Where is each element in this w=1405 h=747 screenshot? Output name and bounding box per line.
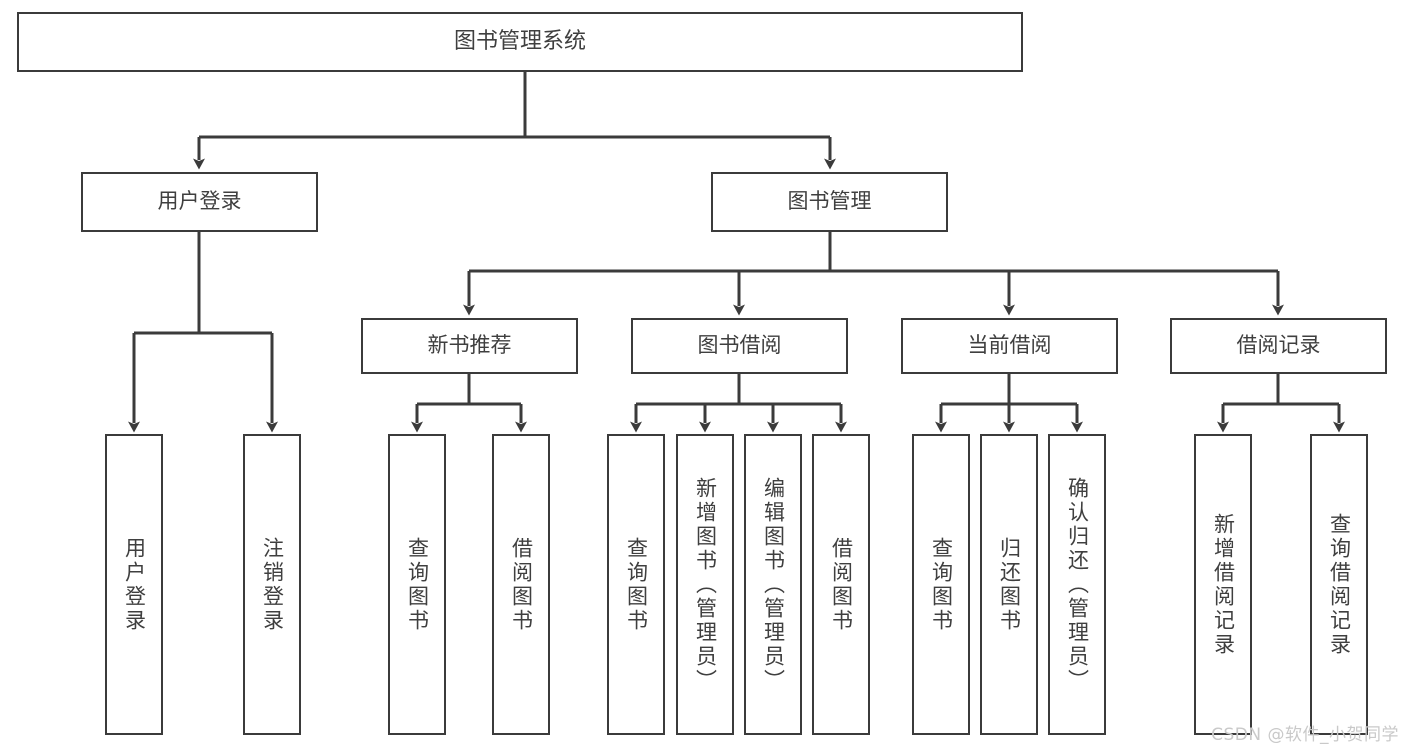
node-label: 确认归还（管理员） [1065, 476, 1090, 693]
node-label: 图书借阅 [697, 333, 782, 358]
node-label: 图书管理 [787, 189, 872, 214]
leaf-edit-book-admin[interactable]: 编辑图书（管理员） [744, 434, 802, 735]
node-label: 归还图书 [997, 536, 1022, 633]
node-new-book-recommend[interactable]: 新书推荐 [361, 318, 578, 374]
leaf-query-borrow-record[interactable]: 查询借阅记录 [1310, 434, 1368, 735]
leaf-borrow-book-recommend[interactable]: 借阅图书 [492, 434, 550, 735]
node-label: 用户登录 [122, 536, 147, 633]
node-label: 查询借阅记录 [1327, 512, 1352, 657]
node-label: 编辑图书（管理员） [761, 476, 786, 693]
leaf-borrow-book[interactable]: 借阅图书 [812, 434, 870, 735]
leaf-add-book-admin[interactable]: 新增图书（管理员） [676, 434, 734, 735]
node-label: 新书推荐 [427, 333, 512, 358]
node-root-book-management-system[interactable]: 图书管理系统 [17, 12, 1023, 72]
node-user-login[interactable]: 用户登录 [81, 172, 318, 232]
node-borrow-record[interactable]: 借阅记录 [1170, 318, 1387, 374]
leaf-add-borrow-record[interactable]: 新增借阅记录 [1194, 434, 1252, 735]
node-label: 查询图书 [405, 536, 430, 633]
node-label: 当前借阅 [967, 333, 1052, 358]
leaf-logout[interactable]: 注销登录 [243, 434, 301, 735]
node-book-borrow[interactable]: 图书借阅 [631, 318, 848, 374]
leaf-return-book[interactable]: 归还图书 [980, 434, 1038, 735]
node-label: 新增图书（管理员） [693, 476, 718, 693]
node-book-management[interactable]: 图书管理 [711, 172, 948, 232]
leaf-confirm-return-admin[interactable]: 确认归还（管理员） [1048, 434, 1106, 735]
node-label: 用户登录 [157, 189, 242, 214]
node-label: 借阅图书 [829, 536, 854, 633]
leaf-query-book-borrow[interactable]: 查询图书 [607, 434, 665, 735]
node-label: 借阅图书 [509, 536, 534, 633]
leaf-query-book-current[interactable]: 查询图书 [912, 434, 970, 735]
node-label: 图书管理系统 [453, 28, 586, 54]
node-current-borrow[interactable]: 当前借阅 [901, 318, 1118, 374]
node-label: 借阅记录 [1236, 333, 1321, 358]
node-label: 查询图书 [624, 536, 649, 633]
node-label: 注销登录 [260, 536, 285, 633]
leaf-query-book-recommend[interactable]: 查询图书 [388, 434, 446, 735]
watermark-text: CSDN @软件_小贺同学 [1211, 725, 1399, 745]
node-label: 查询图书 [929, 536, 954, 633]
leaf-user-login[interactable]: 用户登录 [105, 434, 163, 735]
node-label: 新增借阅记录 [1211, 512, 1236, 657]
